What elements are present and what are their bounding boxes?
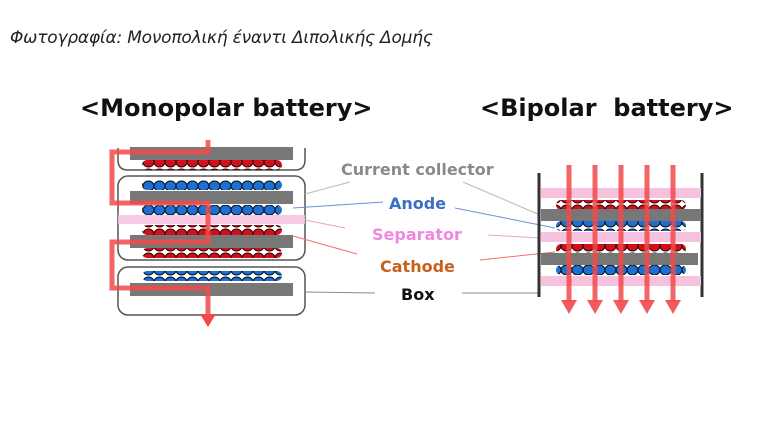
label-cathode: Cathode [380, 257, 455, 276]
mono-anode-2a [142, 180, 282, 190]
bipolar-current-arrowhead [587, 300, 603, 314]
mono-current-arrowhead [200, 314, 216, 327]
bipolar-current-arrowhead [639, 300, 655, 314]
bipolar-current-arrows [561, 165, 681, 314]
mono-current-path [109, 140, 211, 316]
leader-collector-left [304, 181, 351, 195]
bipolar-current-arrowhead [613, 300, 629, 314]
mono-separator [118, 215, 305, 224]
label-separator: Separator [372, 225, 462, 244]
monopolar-heading: <Monopolar battery> [80, 94, 373, 122]
leader-cathode-left [292, 235, 358, 255]
figure-caption: Φωτογραφία: Μονοπολική έναντι Διπολικής … [10, 28, 433, 48]
bipolar-current-arrowhead [665, 300, 681, 314]
mono-cathode-1 [142, 160, 282, 170]
leader-separator-right [487, 234, 541, 239]
leader-anode-left [292, 201, 384, 209]
leader-separator-left [304, 219, 346, 229]
leader-collector-right [462, 181, 541, 216]
bipolar-heading: <Bipolar battery> [480, 94, 734, 122]
mono-anode-3 [142, 271, 282, 281]
bipolar-current-arrowhead [561, 300, 577, 314]
label-current-collector: Current collector [341, 160, 494, 179]
mono-cathode-2a [142, 225, 282, 235]
mono-cathode-2b [142, 248, 282, 258]
component-labels: Current collector Anode Separator Cathod… [292, 160, 556, 304]
leader-box-left [304, 291, 376, 294]
label-anode: Anode [389, 194, 446, 213]
label-box: Box [401, 285, 435, 304]
mono-collector-3 [130, 235, 293, 248]
monopolar-battery [109, 140, 306, 327]
bipolar-battery [537, 165, 704, 314]
mono-anode-2b [142, 205, 282, 215]
